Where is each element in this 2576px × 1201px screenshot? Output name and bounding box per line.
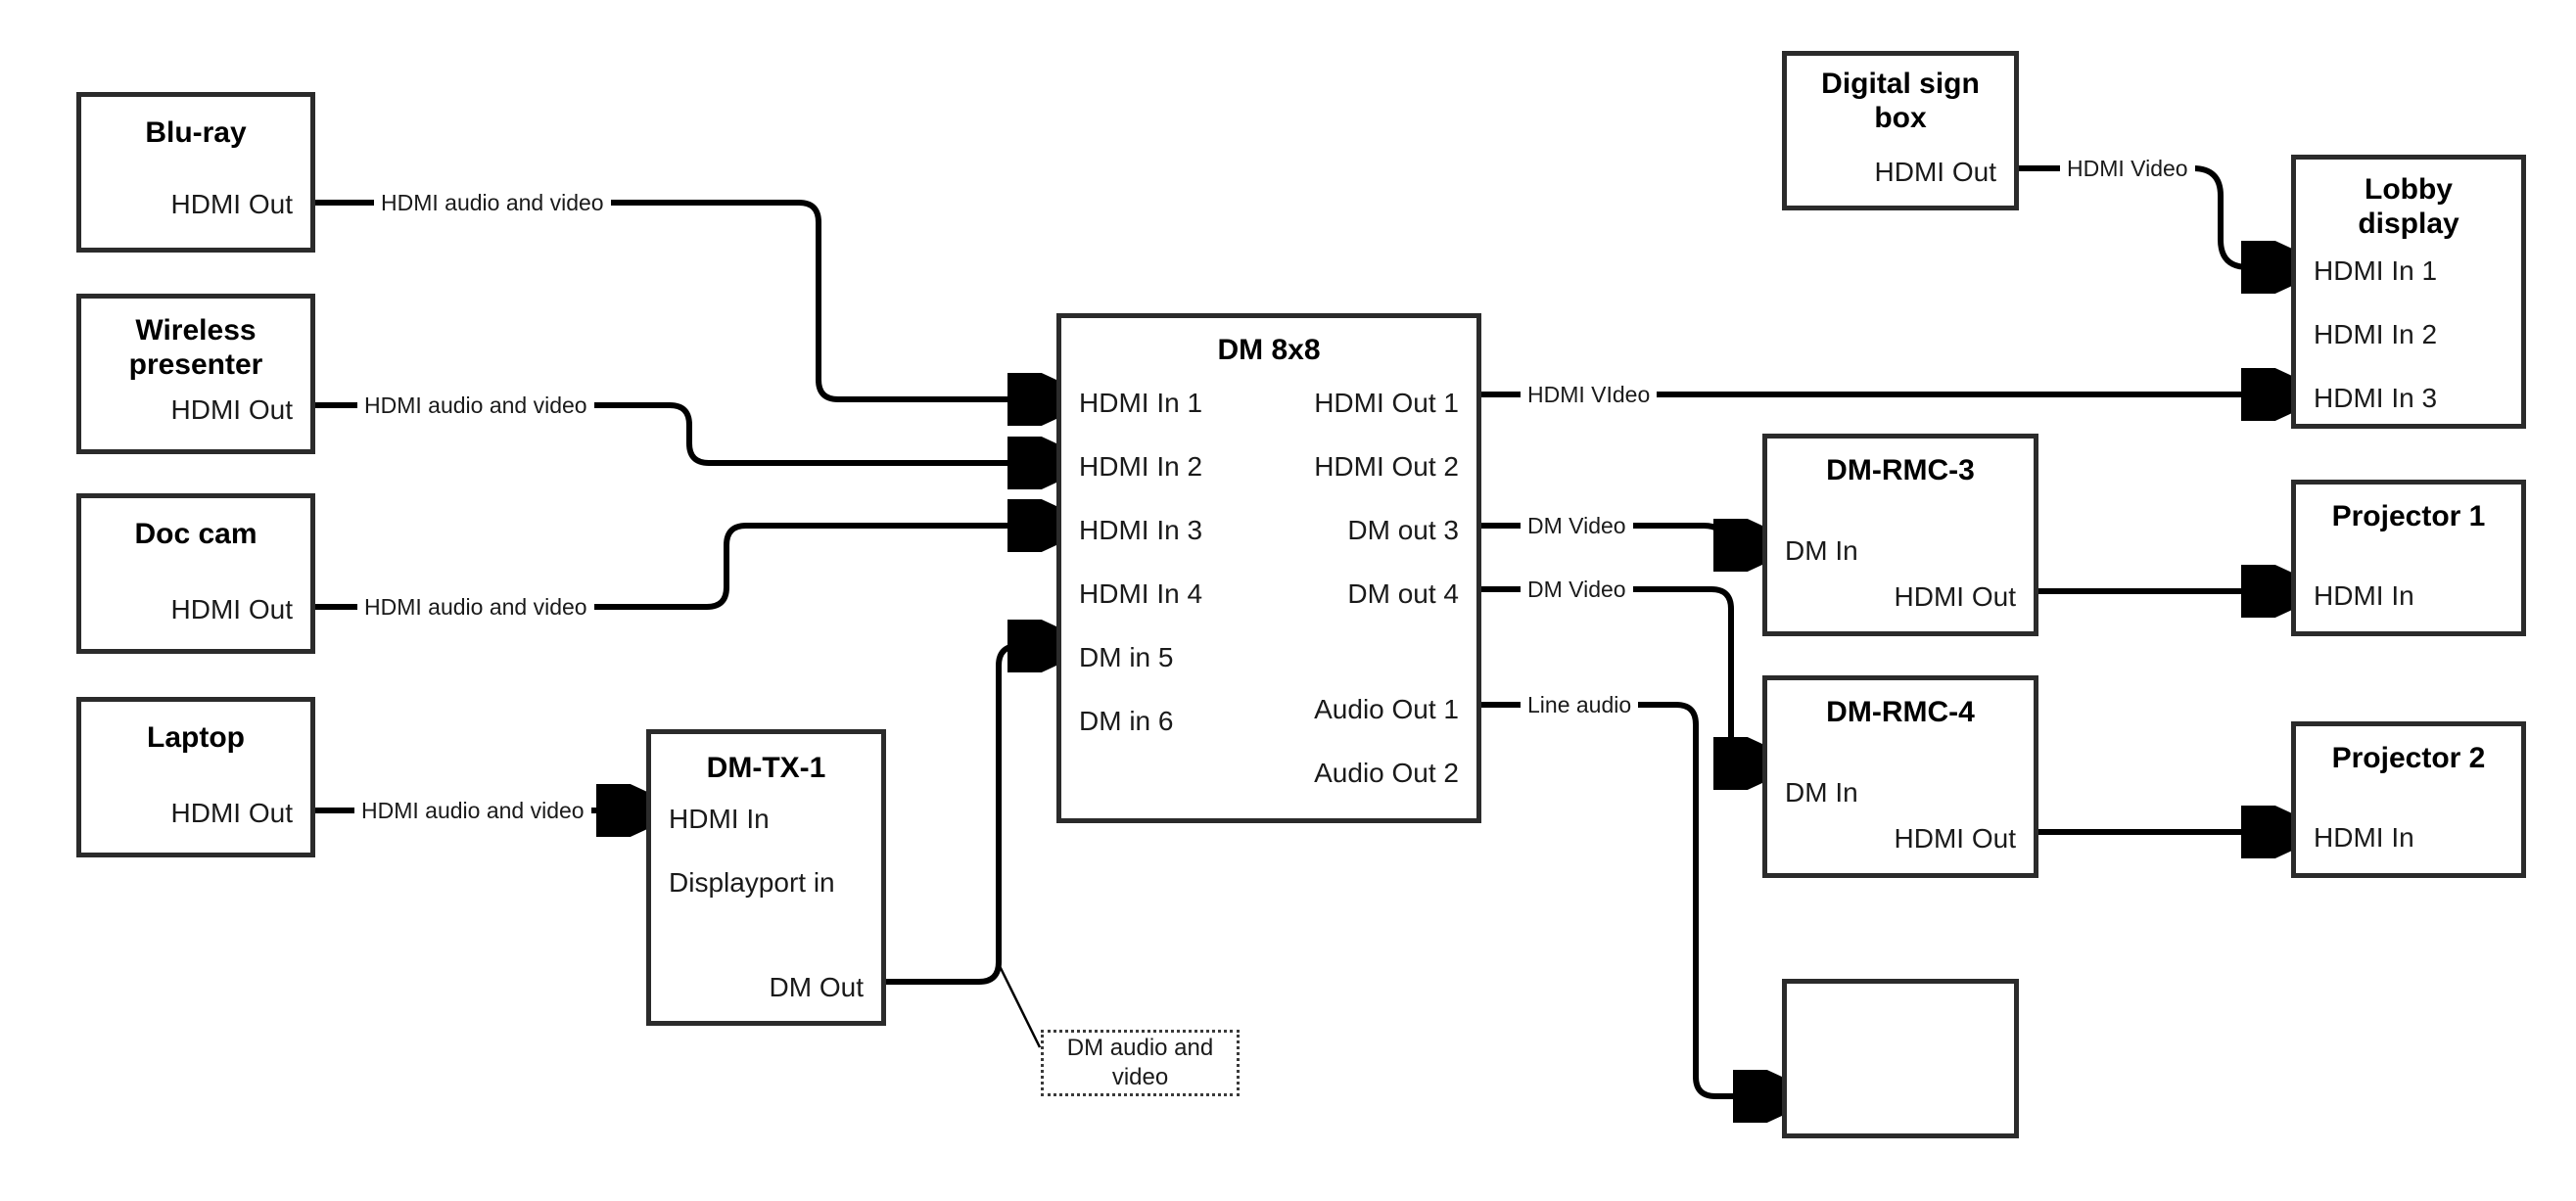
node-dm-tx-1-port-hdmi-in[interactable]: HDMI In <box>669 804 770 834</box>
node-digital-sign-box-title: Digital sign box <box>1821 68 1980 134</box>
node-dm-8x8-port-hdmi-in-3[interactable]: HDMI In 3 <box>1079 515 1203 545</box>
wire-dm8x8-to-amplifier <box>1481 702 1775 1096</box>
wire-dm8x8-to-rmc4 <box>1481 586 1756 763</box>
node-lobby-display-port-hdmi-in-3[interactable]: HDMI In 3 <box>2314 383 2438 413</box>
node-dm-tx-1[interactable]: DM-TX-1 HDMI In Displayport in DM Out <box>646 729 886 1026</box>
node-doc-cam-title: Doc cam <box>134 518 258 550</box>
edge-label-line-audio: Line audio <box>1521 694 1639 716</box>
node-dm-rmc-3-port-dm-in[interactable]: DM In <box>1785 535 1858 566</box>
node-wireless-presenter-port-hdmi-out[interactable]: HDMI Out <box>170 394 293 425</box>
node-dm-rmc-4[interactable]: DM-RMC-4 DM In HDMI Out <box>1762 675 2038 878</box>
node-dm-rmc-3-port-hdmi-out[interactable]: HDMI Out <box>1894 581 2016 612</box>
node-dm-8x8-port-audio-out-1[interactable]: Audio Out 1 <box>1314 694 1459 724</box>
callout-leader-line <box>997 963 1042 1048</box>
node-dm-8x8-port-hdmi-out-2[interactable]: HDMI Out 2 <box>1314 451 1459 482</box>
node-lobby-display-port-hdmi-in-1[interactable]: HDMI In 1 <box>2314 255 2438 286</box>
edge-label-hdmi-video-sign: HDMI Video <box>2060 158 2195 180</box>
edge-label-wireless: HDMI audio and video <box>357 394 594 417</box>
node-dm-tx-1-port-displayport-in[interactable]: Displayport in <box>669 867 835 898</box>
node-digital-sign-box[interactable]: Digital sign box HDMI Out <box>1782 51 2019 210</box>
node-bluray-title: Blu-ray <box>145 116 247 149</box>
node-doc-cam-port-hdmi-out[interactable]: HDMI Out <box>170 594 293 624</box>
node-amplifier[interactable] <box>1782 979 2019 1138</box>
node-dm-8x8-port-hdmi-in-2[interactable]: HDMI In 2 <box>1079 451 1203 482</box>
node-dm-8x8-port-dm-out-4[interactable]: DM out 4 <box>1347 578 1459 609</box>
node-dm-rmc-3-title: DM-RMC-3 <box>1826 454 1975 486</box>
edge-label-doccam: HDMI audio and video <box>357 596 594 619</box>
wire-dmtx1-to-dm8x8 <box>886 646 1050 985</box>
node-lobby-display[interactable]: Lobby display HDMI In 1 HDMI In 2 HDMI I… <box>2291 155 2526 429</box>
node-digital-sign-box-port-hdmi-out[interactable]: HDMI Out <box>1874 157 1996 187</box>
node-dm-tx-1-port-dm-out[interactable]: DM Out <box>769 972 864 1002</box>
node-dm-8x8-port-dm-in-6[interactable]: DM in 6 <box>1079 706 1174 736</box>
node-bluray[interactable]: Blu-ray HDMI Out <box>76 92 315 253</box>
edge-label-bluray: HDMI audio and video <box>374 192 611 214</box>
node-wireless-presenter[interactable]: Wireless presenter HDMI Out <box>76 294 315 454</box>
node-bluray-port-hdmi-out[interactable]: HDMI Out <box>170 189 293 219</box>
node-projector-1-title: Projector 1 <box>2331 500 2486 532</box>
node-lobby-display-port-hdmi-in-2[interactable]: HDMI In 2 <box>2314 319 2438 349</box>
edge-label-hdmi-video-out1: HDMI VIdeo <box>1521 384 1658 406</box>
node-projector-2-port-hdmi-in[interactable]: HDMI In <box>2314 822 2414 853</box>
node-dm-rmc-4-port-hdmi-out[interactable]: HDMI Out <box>1894 823 2016 854</box>
edge-label-dm-video-out4: DM Video <box>1521 578 1633 601</box>
wire-bluray-to-dm8x8 <box>315 200 1050 399</box>
node-dm-rmc-4-port-dm-in[interactable]: DM In <box>1785 777 1858 808</box>
node-dm-8x8-port-hdmi-in-1[interactable]: HDMI In 1 <box>1079 388 1203 418</box>
node-wireless-presenter-title: Wireless presenter <box>128 314 263 381</box>
node-dm-8x8-port-dm-in-5[interactable]: DM in 5 <box>1079 642 1174 672</box>
node-projector-1-port-hdmi-in[interactable]: HDMI In <box>2314 580 2414 611</box>
node-dm-rmc-4-title: DM-RMC-4 <box>1826 696 1975 728</box>
edge-label-laptop: HDMI audio and video <box>354 800 591 822</box>
node-laptop-title: Laptop <box>147 721 245 754</box>
node-dm-8x8-port-dm-out-3[interactable]: DM out 3 <box>1347 515 1459 545</box>
node-dm-tx-1-title: DM-TX-1 <box>706 752 826 784</box>
node-doc-cam[interactable]: Doc cam HDMI Out <box>76 493 315 654</box>
node-projector-1[interactable]: Projector 1 HDMI In <box>2291 480 2526 636</box>
wire-digitalsign-to-lobby <box>2019 165 2283 267</box>
node-lobby-display-title: Lobby display <box>2358 173 2459 240</box>
node-dm-8x8-port-hdmi-in-4[interactable]: HDMI In 4 <box>1079 578 1203 609</box>
node-projector-2[interactable]: Projector 2 HDMI In <box>2291 721 2526 878</box>
node-dm-8x8-port-audio-out-2[interactable]: Audio Out 2 <box>1314 758 1459 788</box>
callout-dm-audio-and-video: DM audio and video <box>1041 1030 1240 1096</box>
node-dm-8x8-port-hdmi-out-1[interactable]: HDMI Out 1 <box>1314 388 1459 418</box>
node-dm-rmc-3[interactable]: DM-RMC-3 DM In HDMI Out <box>1762 434 2038 636</box>
node-projector-2-title: Projector 2 <box>2331 742 2486 774</box>
node-laptop[interactable]: Laptop HDMI Out <box>76 697 315 857</box>
edge-label-dm-video-out3: DM Video <box>1521 515 1633 537</box>
node-dm-8x8-title: DM 8x8 <box>1217 334 1321 366</box>
node-laptop-port-hdmi-out[interactable]: HDMI Out <box>170 798 293 828</box>
node-dm-8x8[interactable]: DM 8x8 HDMI In 1 HDMI In 2 HDMI In 3 HDM… <box>1056 313 1481 823</box>
